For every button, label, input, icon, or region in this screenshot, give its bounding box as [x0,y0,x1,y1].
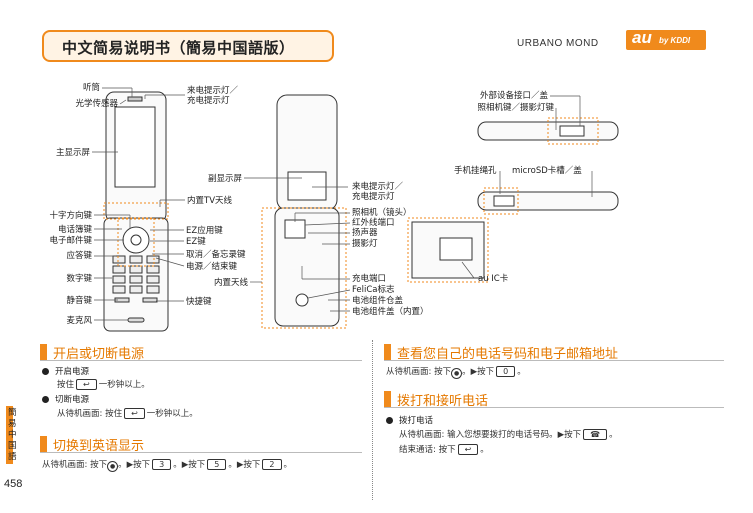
label-strap-hole: 手机挂绳孔 [454,166,497,176]
label-microsd-slot: microSD卡槽／盖 [512,166,582,176]
label-photo-light: 摄影灯 [352,239,378,249]
power-on-text: 按住↩一秒钟以上。 [57,379,150,390]
end-key-icon: ↩ [124,408,145,419]
logo-main-text: au [632,28,652,47]
heading-text: 切换到英语显示 [53,439,145,454]
label-light-sensor: 光学传感器 [75,99,118,109]
heading-accent-bar [40,436,47,452]
label-number-keys: 数字键 [66,274,92,284]
heading-accent-bar [40,344,47,360]
back-phone-illustration [274,94,340,327]
center-key-icon: ● [107,461,119,472]
front-phone-illustration [103,91,169,332]
key-0: 0 [496,366,516,377]
label-phonebook-key: 电话簿键 [57,225,92,235]
center-key-icon: ● [451,368,463,379]
section-heading-power: 开启或切断电源 [40,344,362,362]
heading-text: 开启或切断电源 [53,347,145,362]
bullet-icon [386,417,393,424]
label-microphone: 麦克风 [66,316,92,326]
label-ez-app-key: EZ应用键 [186,226,223,236]
label-charge-lamp: 充电提示灯 [187,96,230,106]
label-camera-lens: 照相机（镜头） [352,208,412,218]
label-power-key: 电源／结束键 [186,262,238,272]
label-cross-key: 十字方向键 [49,211,92,221]
page-title: 中文简易说明书（簡易中国語版） [62,39,295,57]
section-heading-mynumber: 查看您自己的电话号码和电子邮箱地址 [384,344,724,362]
key-5: 5 [207,459,227,470]
column-divider [372,340,373,500]
power-off-title: 切断电源 [42,395,89,406]
title-frame [42,30,334,62]
heading-text: 拨打和接听电话 [397,394,489,409]
key-2: 2 [262,459,282,470]
label-battery-cover: 电池组件盖（内置） [352,307,429,317]
power-on-title: 开启电源 [42,367,89,378]
label-silent-key: 静音键 [66,296,92,306]
label-infrared-port: 红外线端口 [352,218,395,228]
label-internal-antenna: 内置天线 [213,278,248,288]
label-email-key: 电子邮件键 [49,236,92,246]
label-sub-display: 副显示屏 [207,174,242,184]
label-speaker: 扬声器 [352,228,378,238]
call-dial-text: 从待机画面: 输入您想要拨打的电话号码。▶按下☎。 [399,429,618,440]
sidebar-tab [0,406,16,464]
label-charge-terminal: 充电端口 [352,274,387,284]
sidebar-accent-bar [6,406,13,464]
label-felica-mark: FeliCa标志 [352,285,395,295]
bullet-icon [42,396,49,403]
end-key-icon: ↩ [76,379,97,390]
label-back-charge-lamp: 充电提示灯 [352,192,395,202]
page-number: 458 [4,478,23,490]
label-shortcut-key: 快捷键 [186,297,212,307]
sidebar-label: 簡易中国語 [8,408,17,462]
logo-sub-text: by KDDI [659,36,691,45]
call-end-text: 结束通话: 按下↩。 [399,444,489,455]
label-battery-compartment: 电池组件仓盖 [352,296,404,306]
heading-accent-bar [384,344,391,360]
label-incoming-lamp: 来电提示灯／ [187,86,239,96]
section-heading-english: 切换到英语显示 [40,436,362,454]
model-name: URBANO MOND [517,38,599,49]
label-camera-key: 照相机键／摄影灯键 [477,103,554,113]
label-au-ic-card: au IC卡 [478,274,509,284]
heading-accent-bar [384,391,391,407]
label-main-display: 主显示屏 [55,148,90,158]
heading-text: 查看您自己的电话号码和电子邮箱地址 [397,347,619,362]
au-logo: au by KDDI [626,28,706,50]
key-3: 3 [152,459,172,470]
end-key-icon: ↩ [457,444,479,455]
label-earpiece: 听筒 [82,83,100,93]
bullet-icon [42,368,49,375]
ic-card-inset-illustration [411,221,485,279]
section-heading-call: 拨打和接听电话 [384,391,724,409]
call-title: 拨打电话 [386,416,433,427]
call-key-icon: ☎ [583,429,608,440]
label-back-incoming-lamp: 来电提示灯／ [352,182,404,192]
label-cancel-key: 取消／备忘录键 [186,250,246,260]
power-off-text: 从待机画面: 按住↩一秒钟以上。 [57,408,198,419]
side-view-illustration [477,121,619,211]
label-tv-antenna: 内置TV天线 [187,196,233,206]
label-ez-key: EZ键 [186,237,206,247]
phone-diagram [92,87,619,332]
label-answer-key: 应答键 [66,251,92,261]
label-external-port: 外部设备接口／盖 [479,91,548,101]
